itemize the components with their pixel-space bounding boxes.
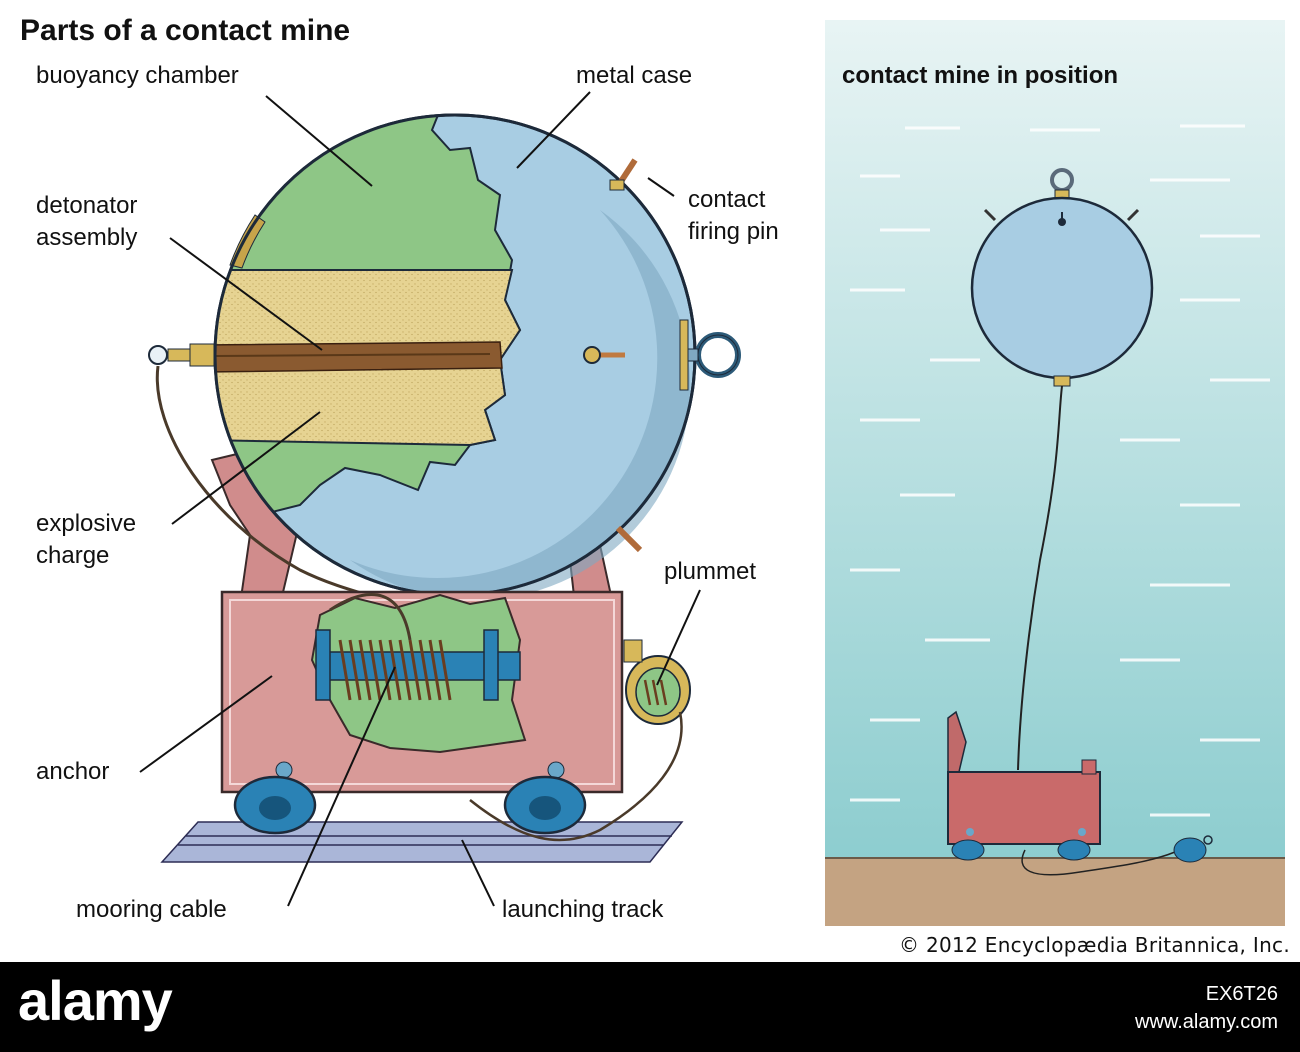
label-explosive-charge: explosive charge: [36, 510, 137, 569]
diagram-title: Parts of a contact mine: [20, 14, 351, 47]
stock-site-url: www.alamy.com: [1135, 1011, 1278, 1033]
position-panel-title: contact mine in position: [842, 62, 1119, 89]
leader-lines: [139, 91, 701, 907]
plummet: [469, 639, 691, 842]
anchor-box: [220, 590, 624, 794]
label-plummet: plummet: [664, 558, 757, 585]
label-launching-track: launching track: [502, 896, 664, 923]
label-buoyancy-chamber: buoyancy chamber: [36, 62, 239, 89]
stock-image-id: EX6T26: [1205, 983, 1278, 1005]
label-anchor: anchor: [36, 758, 110, 785]
wheels: [233, 775, 587, 835]
copyright-notice: © 2012 Encyclopædia Britannica, Inc.: [899, 933, 1290, 957]
label-contact-firing-pin: contact firing pin: [688, 186, 779, 245]
contact-firing-pins: [583, 158, 741, 553]
label-detonator-assembly: detonator assembly: [36, 192, 138, 251]
position-panel: [825, 20, 1285, 926]
label-mooring-cable: mooring cable: [76, 896, 227, 923]
label-metal-case: metal case: [576, 62, 693, 89]
watermark-bar: [0, 962, 1300, 1052]
alamy-logo: alamy: [18, 969, 173, 1032]
